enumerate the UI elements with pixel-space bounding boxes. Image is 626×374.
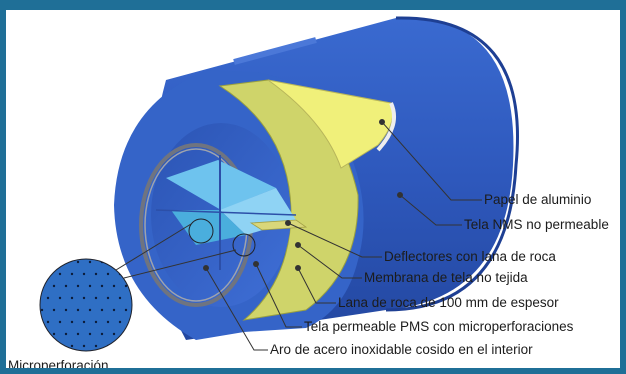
microperforation-dot: [82, 344, 86, 348]
microperforation-dot: [106, 272, 110, 276]
microperforation-dot: [118, 344, 122, 348]
end-cap: [385, 16, 519, 312]
microperforation-zoom: [39, 258, 133, 352]
silencer-diagram: [39, 16, 519, 352]
microperforation-dot: [70, 320, 74, 324]
microperforation-dot: [40, 308, 44, 312]
microperforation-dot: [40, 260, 44, 264]
label-microperforation: Microperforación: [8, 358, 109, 373]
microperforation-dot: [64, 308, 68, 312]
microperforation-dot: [52, 308, 56, 312]
microperforation-dot: [100, 332, 104, 336]
label-deflectors: Deflectores con lana de roca: [384, 249, 556, 264]
label-nonwoven-membrane: Membrana de tela no tejida: [364, 270, 528, 285]
microperforation-dot: [82, 272, 86, 276]
microperforation-dot: [118, 320, 122, 324]
microperforation-dot: [52, 284, 56, 288]
microperforation-dot: [112, 260, 116, 264]
label-aluminum-foil: Papel de aluminio: [484, 192, 592, 207]
microperforation-dot: [58, 320, 62, 324]
microperforation-dot: [58, 344, 62, 348]
microperforation-dot: [130, 344, 132, 348]
microperforation-dot: [112, 332, 116, 336]
microperforation-dot: [106, 296, 110, 300]
microperforation-dot: [58, 272, 62, 276]
microperforation-dot: [70, 344, 74, 348]
microperforation-dot: [130, 320, 132, 324]
label-pms-fabric: Tela permeable PMS con microperforacione…: [304, 319, 574, 334]
microperforation-dot: [64, 332, 68, 336]
leader-lines: [203, 119, 482, 351]
microperforation-dot: [124, 308, 128, 312]
microperforation-dot: [76, 308, 80, 312]
microperforation-dot: [100, 284, 104, 288]
microperforation-dot: [112, 284, 116, 288]
perforation-hole: [232, 233, 256, 257]
microperforation-dot: [46, 272, 50, 276]
microperforation-dot: [76, 284, 80, 288]
microperforation-dot: [52, 260, 56, 264]
microperforation-dot: [40, 284, 44, 288]
label-rock-wool: Lana de roca de 100 mm de espesor: [338, 295, 559, 310]
microperforation-dot: [52, 332, 56, 336]
microperforation-dot: [40, 332, 44, 336]
flange: [233, 37, 317, 65]
microperforation-dot: [88, 284, 92, 288]
microperforation-dot: [64, 284, 68, 288]
microperforation-dot: [106, 320, 110, 324]
microperforation-dot: [100, 308, 104, 312]
microperforation-dot: [82, 296, 86, 300]
perforation-hole: [188, 218, 214, 244]
microperforation-dot: [88, 332, 92, 336]
microperforation-dot: [76, 260, 80, 264]
microperforation-dot: [88, 260, 92, 264]
deflector-tip: [249, 219, 308, 231]
label-nms-fabric: Tela NMS no permeable: [464, 217, 609, 232]
microperforation-dot: [118, 296, 122, 300]
microperforation-dot: [94, 344, 98, 348]
microperforation-dot: [46, 320, 50, 324]
microperforation-dot: [46, 344, 50, 348]
microperforation-dot: [76, 332, 80, 336]
microperforation-dot: [124, 332, 128, 336]
microperforation-dot: [124, 284, 128, 288]
microperforation-dot: [94, 296, 98, 300]
microperforation-dot: [70, 272, 74, 276]
microperforation-dot: [94, 272, 98, 276]
microperforation-dot: [46, 296, 50, 300]
microperforation-dot: [58, 296, 62, 300]
microperforation-dot: [94, 320, 98, 324]
microperforation-dot: [82, 320, 86, 324]
label-steel-ring: Aro de acero inoxidable cosido en el int…: [270, 342, 533, 357]
microperforation-dot: [112, 308, 116, 312]
microperforation-dot: [88, 308, 92, 312]
microperforation-dot: [70, 296, 74, 300]
